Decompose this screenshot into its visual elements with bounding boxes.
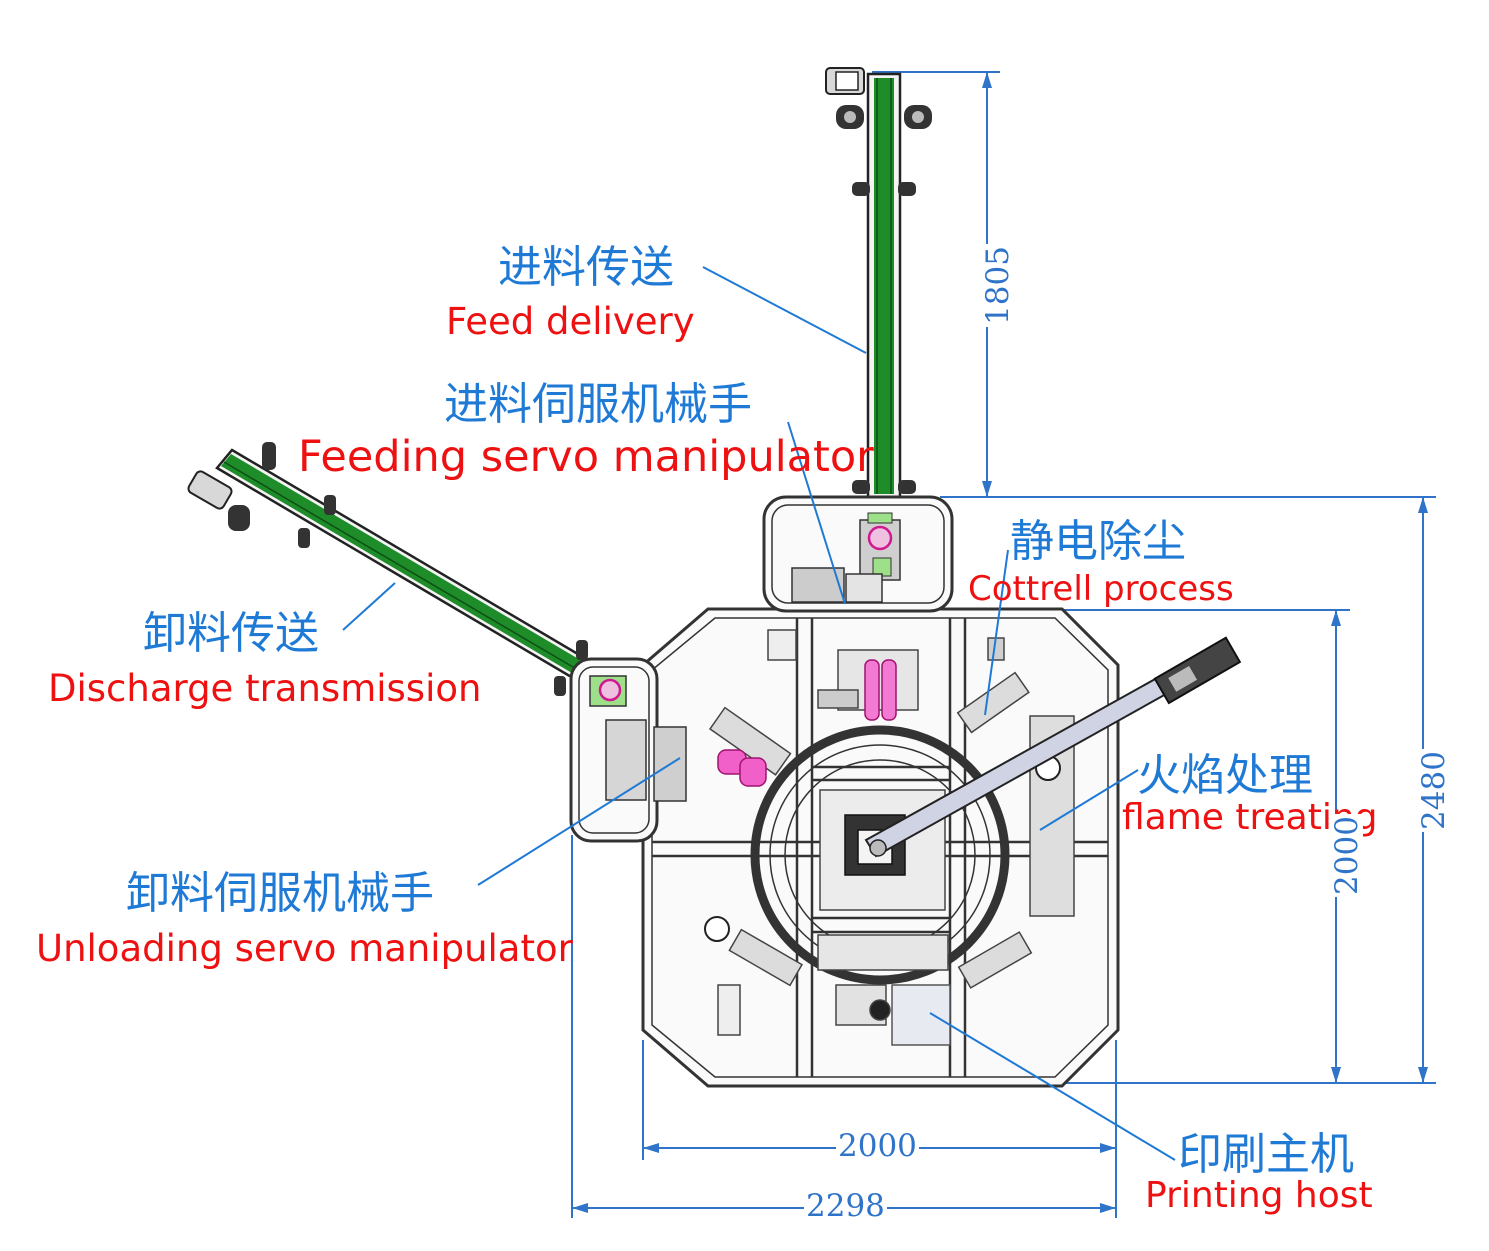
label-printing-en: Printing host (1145, 1175, 1373, 1216)
label-discharge-zh: 卸料传送 (143, 608, 319, 659)
label-feed-delivery-en: Feed delivery (446, 300, 695, 343)
dimension-2000-vertical: 2000 (1328, 814, 1365, 897)
label-printing-zh: 印刷主机 (1178, 1129, 1354, 1180)
feeding-station-box (762, 495, 954, 613)
discharge-conveyor (187, 442, 590, 696)
label-unloading-manipulator-en: Unloading servo manipulator (36, 927, 573, 970)
dimension-1805: 1805 (979, 244, 1016, 327)
label-cottrell-zh: 静电除尘 (1010, 516, 1186, 567)
flame-treating-arm (864, 636, 1242, 858)
label-feeding-manipulator-zh: 进料伺服机械手 (444, 379, 752, 430)
label-flame-zh: 火焰处理 (1137, 750, 1313, 801)
label-discharge-en: Discharge transmission (48, 667, 482, 710)
dimension-2000-horizontal: 2000 (836, 1128, 919, 1164)
label-cottrell-en: Cottrell process (968, 569, 1234, 609)
label-feeding-manipulator-en: Feeding servo manipulator (298, 432, 874, 482)
dimension-2298: 2298 (804, 1188, 887, 1224)
label-unloading-manipulator-zh: 卸料伺服机械手 (126, 868, 434, 919)
label-feed-delivery-zh: 进料传送 (498, 242, 674, 293)
leader-lines (342, 266, 1176, 1161)
unloading-station-box (569, 657, 687, 843)
station-details (704, 629, 1075, 1046)
dimension-arrows (572, 72, 1428, 1213)
feed-conveyor (825, 67, 932, 500)
dimension-2480: 2480 (1415, 749, 1452, 832)
